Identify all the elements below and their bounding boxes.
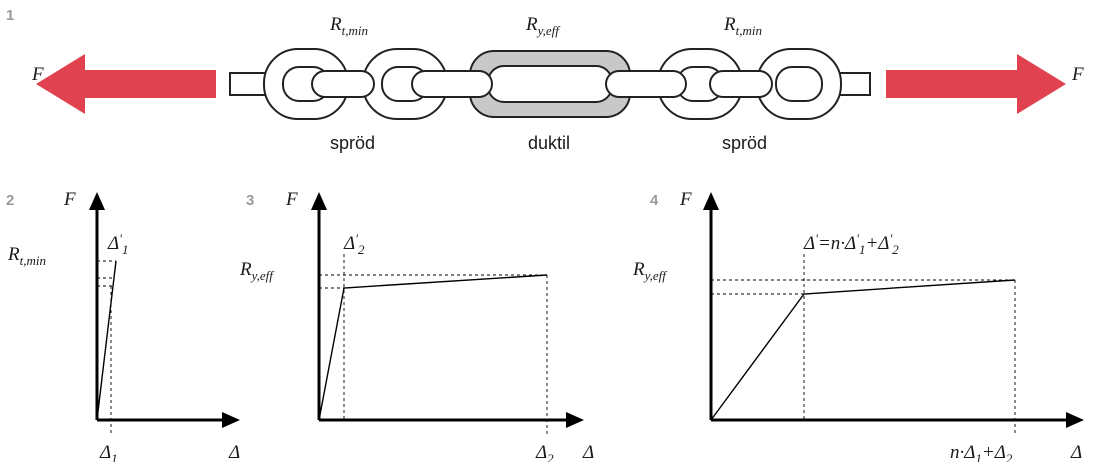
chain-link-side (311, 70, 375, 98)
graph4-x-arrowhead (1066, 412, 1084, 428)
graph2-curve (96, 260, 117, 421)
chain-link-ductile (487, 65, 613, 103)
label-sprod-left: spröd (330, 133, 375, 153)
graph3-y-axis-label: F (285, 189, 298, 210)
graph3-x-marker: Δ2​ (535, 442, 554, 462)
graph3-peak-label: Δ'​2​ (343, 231, 365, 257)
graph3-y-arrowhead (311, 192, 327, 210)
chain (229, 48, 871, 120)
force-label-left: F (31, 64, 44, 85)
chain-link (775, 66, 823, 102)
graph4-x-marker: n·Δ1​+Δ2​ (950, 442, 1013, 462)
chain-link-side (605, 70, 687, 98)
graph2-x-arrowhead (222, 412, 240, 428)
label-ry-eff: Ry,eff​ (525, 14, 561, 38)
graph2-peak-label: Δ'​1​ (107, 231, 128, 257)
label-duktil: duktil (528, 133, 570, 153)
graph2-x-marker: Δ1​ (99, 442, 118, 462)
graph2 (89, 192, 240, 436)
graph3-curve (318, 274, 548, 421)
graph4-x-axis-label: Δ (1070, 442, 1082, 462)
graph2-y-marker: Rt,min​ (7, 244, 46, 268)
force-arrow-left (36, 54, 216, 114)
graph3 (311, 192, 584, 436)
graph3-y-marker: Ry,eff​ (239, 259, 275, 283)
graph4 (703, 192, 1084, 436)
force-label-right: F (1071, 64, 1084, 85)
graph2-y-arrowhead (89, 192, 105, 210)
panel-number-2: 2 (6, 192, 14, 209)
graph2-y-axis-label: F (63, 189, 76, 210)
graph4-y-arrowhead (703, 192, 719, 210)
graph4-y-marker: Ry,eff​ (632, 259, 668, 283)
label-sprod-right: spröd (722, 133, 767, 153)
chain-link-side (411, 70, 493, 98)
graph3-x-axis-label: Δ (582, 442, 594, 462)
panel-number-3: 3 (246, 192, 254, 209)
graph2-x-axis-label: Δ (228, 442, 240, 462)
panel-number-1: 1 (6, 7, 14, 24)
graph4-curve (710, 279, 1016, 421)
label-rt-min-left: Rt,min​ (329, 14, 368, 38)
graph4-y-axis-label: F (679, 189, 692, 210)
chain-link-side (709, 70, 773, 98)
graph4-peak-label: Δ'​=n·Δ'​1​+Δ'​2​ (803, 231, 899, 257)
panel-number-4: 4 (650, 192, 659, 209)
force-arrow-right (886, 54, 1066, 114)
label-rt-min-right: Rt,min​ (723, 14, 762, 38)
graph3-x-arrowhead (566, 412, 584, 428)
